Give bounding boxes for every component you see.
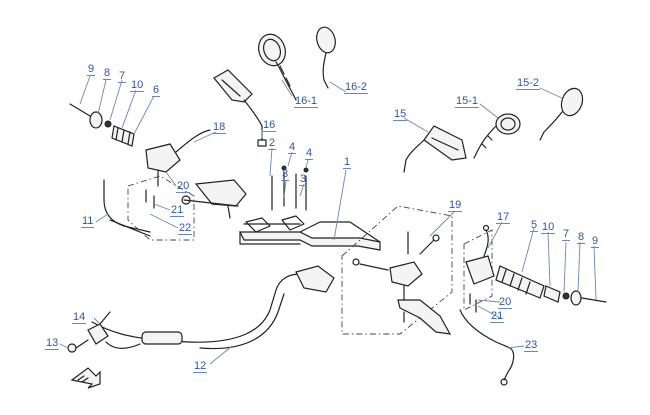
callout-23: 23 (524, 339, 539, 352)
callout-19: 19 (448, 199, 463, 212)
callout-4-a: 4 (288, 141, 297, 154)
callout-16-2: 16-2 (344, 81, 369, 94)
callout-6: 6 (152, 84, 161, 97)
brake-cable-23 (459, 309, 515, 386)
callout-9-left: 9 (87, 63, 96, 76)
callout-4-b: 4 (305, 147, 314, 160)
callout-5: 5 (530, 219, 539, 232)
left-mirror-16-2 (316, 26, 336, 89)
clamp-bolts-3-4 (271, 165, 309, 211)
callout-20-left: 20 (176, 180, 191, 193)
throttle-cable-12 (91, 265, 335, 350)
right-lever-19 (352, 231, 452, 335)
clutch-cable-11 (103, 179, 151, 237)
left-grip-assembly (69, 103, 135, 147)
callout-2: 2 (268, 137, 277, 150)
front-direction-arrow (70, 367, 101, 389)
handlebar-1 (239, 221, 381, 251)
left-mirror-16-1 (258, 33, 297, 101)
callout-21-left: 21 (170, 204, 185, 217)
callout-16: 16 (262, 119, 277, 132)
callout-17: 17 (496, 211, 511, 224)
right-switch-group-box (463, 229, 493, 311)
callout-1: 1 (343, 156, 352, 169)
callout-21-right: 21 (490, 310, 505, 323)
callout-12: 12 (193, 360, 208, 373)
throttle-grip-5 (495, 265, 545, 299)
callout-3-b: 3 (299, 173, 308, 186)
callout-22: 22 (178, 222, 193, 235)
right-lever-group-box (341, 205, 453, 335)
handlebar-clamp-2 (245, 215, 305, 233)
callout-16-1: 16-1 (294, 95, 319, 108)
left-switch-18 (145, 129, 211, 187)
left-switch-group-box (127, 175, 195, 241)
callout-15-1: 15-1 (455, 95, 480, 108)
callout-13: 13 (45, 337, 60, 350)
right-mirror-15-1 (473, 113, 521, 159)
callout-15: 15 (393, 108, 408, 121)
right-mirror-15-2 (539, 87, 584, 141)
callout-18: 18 (212, 121, 227, 134)
callout-7-right: 7 (562, 228, 571, 241)
right-switch-17 (465, 224, 495, 285)
callout-9-right: 9 (591, 235, 600, 248)
callout-8-right: 8 (577, 231, 586, 244)
callout-7-left: 7 (118, 70, 127, 83)
right-bar-end-10-7-8-9 (543, 285, 607, 306)
callout-10-right: 10 (541, 221, 556, 234)
callout-11: 11 (81, 215, 95, 228)
right-switch-screws (469, 293, 477, 313)
left-mirror-16 (213, 69, 267, 147)
callout-3-a: 3 (281, 168, 290, 181)
callout-8-left: 8 (103, 67, 112, 80)
left-switch-screws (145, 189, 155, 209)
left-lever-assembly (181, 179, 247, 219)
callout-14: 14 (72, 311, 87, 324)
right-mirror-15 (403, 125, 467, 173)
callout-20-right: 20 (498, 296, 513, 309)
callout-10-left: 10 (130, 79, 145, 92)
callout-15-2: 15-2 (516, 77, 541, 90)
